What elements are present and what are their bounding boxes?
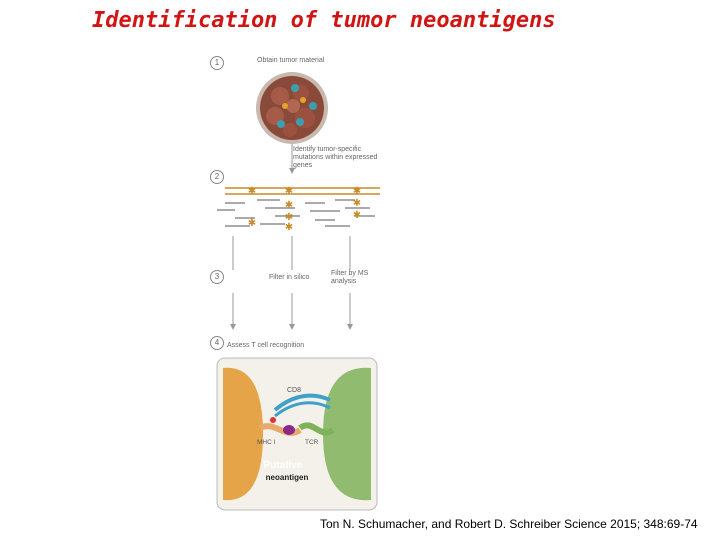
svg-text:✱: ✱	[353, 210, 361, 221]
citation: Ton N. Schumacher, and Robert D. Schreib…	[320, 517, 698, 531]
t-cell	[323, 367, 371, 501]
step-3-number: 3	[210, 270, 224, 284]
svg-text:✱: ✱	[353, 198, 361, 209]
mhc-molecule	[258, 423, 302, 436]
apc-cell	[223, 367, 263, 501]
tcr-molecule	[298, 422, 335, 436]
step-2-number: 2	[210, 170, 224, 184]
step-1-number: 1	[210, 56, 224, 70]
tumor-sample	[256, 72, 328, 144]
svg-text:✱: ✱	[285, 212, 293, 223]
svg-text:✱: ✱	[248, 186, 256, 197]
neoantigen-label: neoantigen	[266, 473, 309, 482]
putative-label: Putative	[264, 460, 303, 471]
svg-text:✱: ✱	[353, 186, 361, 197]
mhc-label: MHC I	[257, 439, 276, 446]
workflow-diagram: ✱ ✱ ✱ ✱ ✱ ✱ ✱ ✱ ✱	[216, 72, 380, 511]
step-4-number: 4	[210, 336, 224, 350]
mutation-markers: ✱ ✱ ✱ ✱ ✱ ✱ ✱ ✱ ✱	[248, 186, 361, 233]
step-3-label-right: Filter by MS analysis	[331, 270, 369, 285]
svg-text:✱: ✱	[248, 218, 256, 229]
t-cell-recognition-panel	[216, 357, 378, 511]
gene-lines	[217, 187, 380, 227]
cd8-label: CD8	[287, 387, 301, 394]
step-3-label-left: Filter in silico	[269, 274, 310, 281]
svg-text:✱: ✱	[285, 200, 293, 211]
neoantigen-peptide	[283, 425, 295, 435]
page-title: Identification of tumor neoantigens	[92, 8, 556, 33]
arrows-to-assess	[232, 293, 351, 326]
svg-text:✱: ✱	[285, 222, 293, 233]
step-1-label: Obtain tumor material	[257, 57, 325, 64]
svg-text:✱: ✱	[285, 186, 293, 197]
arrows-to-filter	[232, 236, 351, 270]
cd8-molecule	[273, 393, 331, 412]
neoantigen-workflow-figure: ✱ ✱ ✱ ✱ ✱ ✱ ✱ ✱ ✱	[205, 48, 385, 518]
step-4-label: Assess T cell recognition	[227, 342, 305, 349]
step-2-label: Identify tumor-specific mutations within…	[293, 146, 378, 169]
tcr-label: TCR	[305, 439, 319, 446]
